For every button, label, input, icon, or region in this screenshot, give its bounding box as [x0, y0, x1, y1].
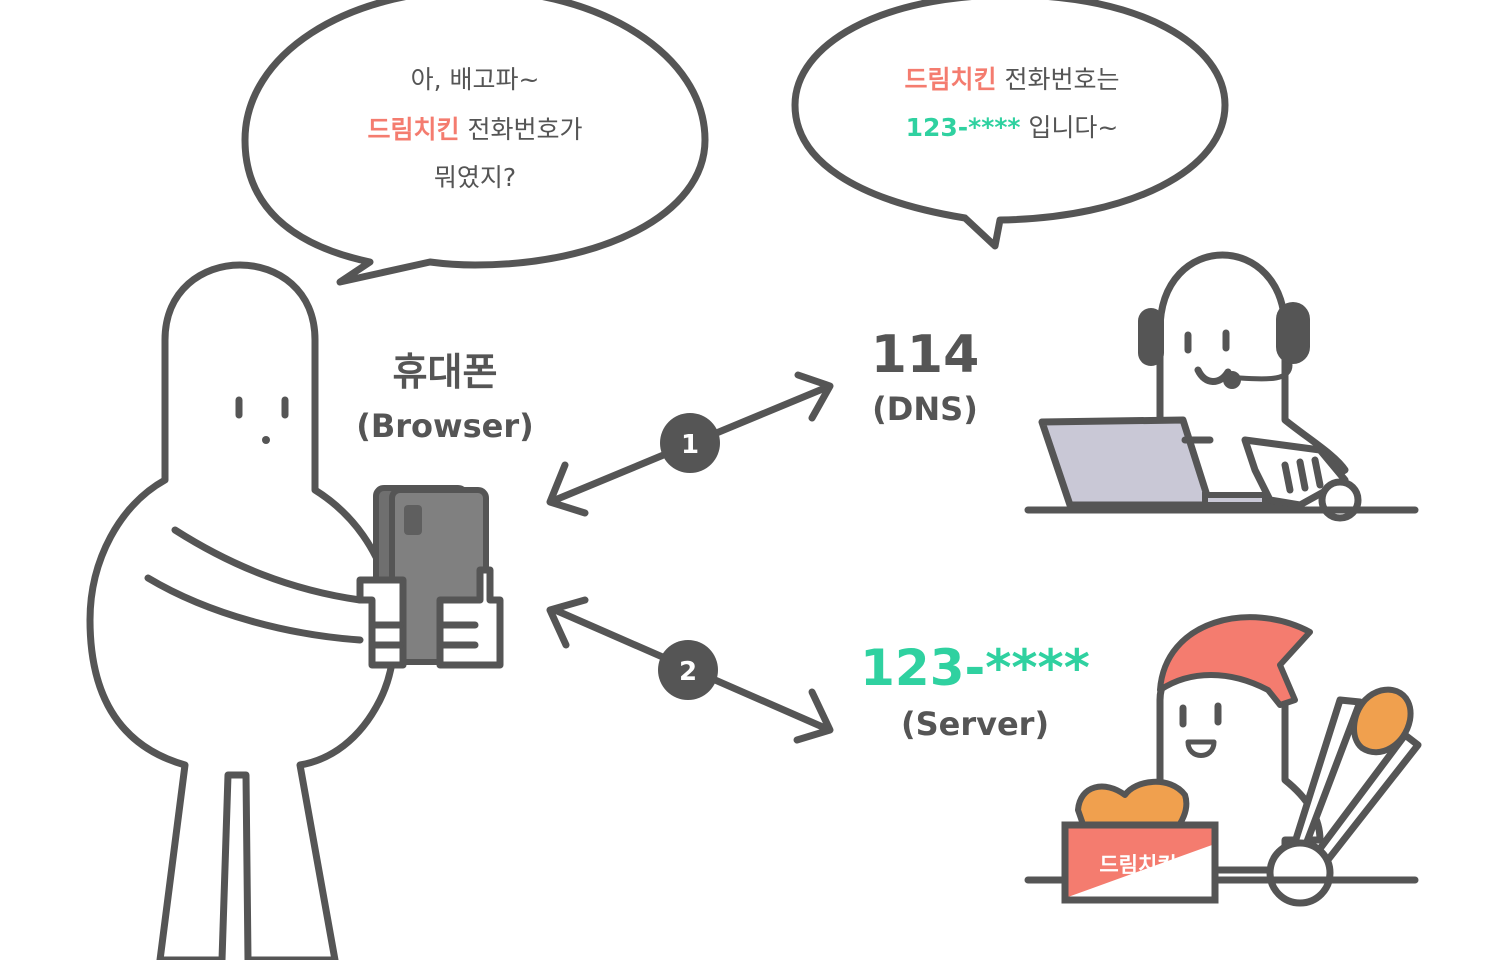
bandana-icon	[1157, 614, 1313, 708]
step-1-badge	[660, 413, 720, 473]
tongs-icon	[1266, 686, 1422, 907]
dns-bubble-line2-rest: 입니다~	[1020, 113, 1118, 142]
dns-speech-bubble: 드림치킨 전화번호는 123-**** 입니다~	[791, 0, 1229, 250]
dns-label-subtitle: (DNS)	[872, 390, 978, 428]
dns-bubble-line1-rest: 전화번호는	[997, 65, 1120, 94]
dns-bubble-highlight-name: 드림치킨	[905, 65, 997, 94]
customer-speech-bubble: 아, 배고파~ 드림치킨 전화번호가 뭐였지?	[241, 0, 709, 286]
arrow-step-2: 2	[546, 596, 834, 744]
step-2-badge	[658, 640, 718, 700]
dns-bubble-line2: 123-**** 입니다~	[906, 113, 1119, 142]
server-label-title: 123-****	[860, 639, 1090, 697]
customer-mouth	[262, 436, 270, 444]
headset-icon	[1138, 302, 1310, 389]
customer-bubble-line2-rest: 전화번호가	[460, 115, 583, 144]
dns-bubble-highlight-number: 123-****	[906, 113, 1021, 142]
server-label-subtitle: (Server)	[901, 705, 1049, 743]
laptop-icon	[1038, 416, 1268, 509]
step-2-number: 2	[679, 657, 697, 687]
dns-label-title: 114	[871, 325, 980, 385]
phone-label-title: 휴대폰	[393, 350, 498, 394]
chicken-box-label: 드림치킨	[1099, 853, 1176, 877]
customer-bubble-line3: 뭐였지?	[434, 163, 516, 192]
dns-operator-character	[1024, 251, 1419, 522]
customer-bubble-line1: 아, 배고파~	[411, 65, 540, 94]
customer-bubble-line2: 드림치킨 전화번호가	[368, 115, 583, 144]
dns-bubble-line1: 드림치킨 전화번호는	[905, 65, 1120, 94]
chicken-box-icon: 드림치킨	[1061, 778, 1219, 904]
step-1-number: 1	[681, 430, 699, 460]
customer-bubble-highlight: 드림치킨	[368, 115, 460, 144]
phone-label-subtitle: (Browser)	[356, 407, 534, 445]
arrow-step-1: 1	[546, 371, 834, 517]
customer-character	[86, 261, 504, 960]
chicken-chef-character: 드림치킨	[1024, 614, 1422, 907]
